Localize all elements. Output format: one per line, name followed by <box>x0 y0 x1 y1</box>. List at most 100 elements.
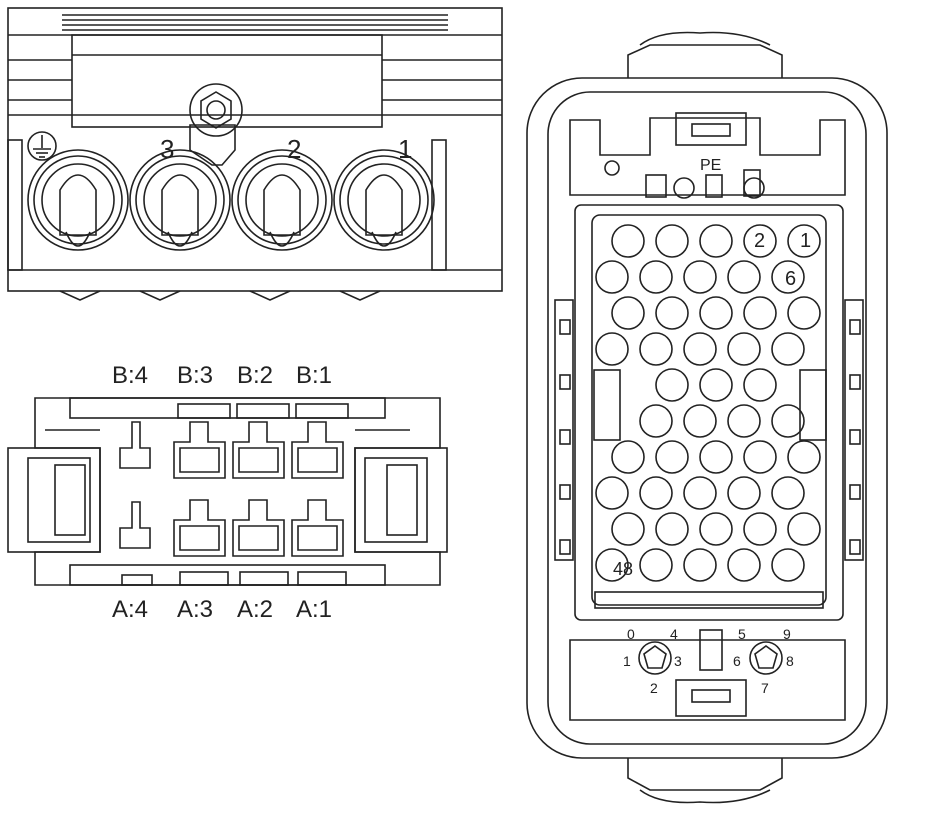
contact-hole <box>611 296 645 330</box>
contact-grid <box>595 224 821 582</box>
coding-right-6: 6 <box>733 653 741 669</box>
left-clip <box>7 139 23 271</box>
right-latch <box>354 447 448 553</box>
contact-hole <box>611 224 645 258</box>
contact-hole <box>655 440 689 474</box>
power-pin-label-3: 3 <box>160 134 174 164</box>
screw-center <box>206 100 226 120</box>
contact-hole <box>727 404 761 438</box>
contact-hole <box>727 476 761 510</box>
contact-hole <box>595 260 629 294</box>
contact-b3 <box>173 421 226 479</box>
contact-label-1: 1 <box>800 230 811 252</box>
contact-hole <box>727 260 761 294</box>
bottom-tooth <box>139 290 181 301</box>
contact-hole <box>771 404 805 438</box>
contact-hole <box>727 332 761 366</box>
protective-earth-icon <box>27 131 57 161</box>
power-pin-label-2: 2 <box>287 134 301 164</box>
coding-left-2: 2 <box>650 680 658 696</box>
contact-hole <box>787 440 821 474</box>
coding-left-4: 4 <box>670 626 678 642</box>
contact-hole <box>743 440 777 474</box>
signal-label-b3: B:3 <box>177 362 213 389</box>
contact-hole <box>699 512 733 546</box>
signal-housing <box>34 397 441 586</box>
contact-hole <box>699 440 733 474</box>
coding-pin-left <box>638 641 672 675</box>
left-center-clip <box>593 369 621 441</box>
coding-pin-right <box>749 641 783 675</box>
contact-hole <box>655 368 689 402</box>
contact-hole <box>683 332 717 366</box>
signal-connector <box>7 397 448 586</box>
contact-b2 <box>232 421 285 479</box>
coding-left-0: 0 <box>627 626 635 642</box>
terminal-2 <box>231 149 333 251</box>
contact-hole <box>683 548 717 582</box>
contact-hole <box>743 296 777 330</box>
signal-label-a4: A:4 <box>112 596 148 623</box>
bottom-cap <box>627 758 783 791</box>
contact-hole <box>743 368 777 402</box>
contact-a1 <box>291 499 344 557</box>
contact-hole <box>655 296 689 330</box>
contact-hole <box>743 512 777 546</box>
contact-hole <box>727 548 761 582</box>
contact-a3 <box>173 499 226 557</box>
contact-b1 <box>291 421 344 479</box>
contact-hole <box>787 512 821 546</box>
contact-a4 <box>119 501 151 549</box>
signal-label-b1: B:1 <box>296 362 332 389</box>
screw-hex <box>200 91 232 129</box>
signal-label-a3: A:3 <box>177 596 213 623</box>
top-cap <box>627 44 783 78</box>
contact-hole <box>655 512 689 546</box>
top-latch <box>675 112 747 146</box>
terminal-3 <box>129 149 231 251</box>
coding-right-7: 7 <box>761 680 769 696</box>
contact-hole <box>771 476 805 510</box>
insert-housing <box>526 31 888 804</box>
pe-marker-circle <box>604 160 620 176</box>
bottom-latch <box>675 679 747 717</box>
contact-hole <box>771 332 805 366</box>
contact-hole <box>683 476 717 510</box>
contact-hole <box>771 260 805 294</box>
contact-hole <box>683 404 717 438</box>
coding-right-9: 9 <box>783 626 791 642</box>
contact-hole <box>595 476 629 510</box>
insert-outer-frame <box>526 77 888 759</box>
contact-hole <box>595 548 629 582</box>
contact-label-2: 2 <box>754 230 765 252</box>
contact-hole <box>611 512 645 546</box>
power-connector <box>7 7 503 301</box>
contact-a2 <box>232 499 285 557</box>
contact-hole <box>639 476 673 510</box>
left-latch <box>7 447 101 553</box>
right-center-clip <box>799 369 827 441</box>
screw-outer <box>189 83 243 137</box>
bottom-tooth <box>59 290 101 301</box>
coding-right-5: 5 <box>738 626 746 642</box>
contact-hole <box>699 224 733 258</box>
contact-carrier <box>574 204 844 621</box>
contact-hole <box>699 368 733 402</box>
contact-hole <box>595 332 629 366</box>
pe-contact <box>705 174 723 198</box>
coding-left-3: 3 <box>674 653 682 669</box>
contact-hole <box>743 224 777 258</box>
contact-hole <box>639 548 673 582</box>
terminal-pe <box>27 149 129 251</box>
coding-left-1: 1 <box>623 653 631 669</box>
contact-hole <box>639 332 673 366</box>
terminal-1 <box>333 149 435 251</box>
contact-label-6: 6 <box>785 268 796 290</box>
signal-label-a1: A:1 <box>296 596 332 623</box>
contact-b4 <box>119 421 151 469</box>
bottom-tooth <box>339 290 381 301</box>
signal-label-b4: B:4 <box>112 362 148 389</box>
power-top-cover <box>71 34 383 128</box>
